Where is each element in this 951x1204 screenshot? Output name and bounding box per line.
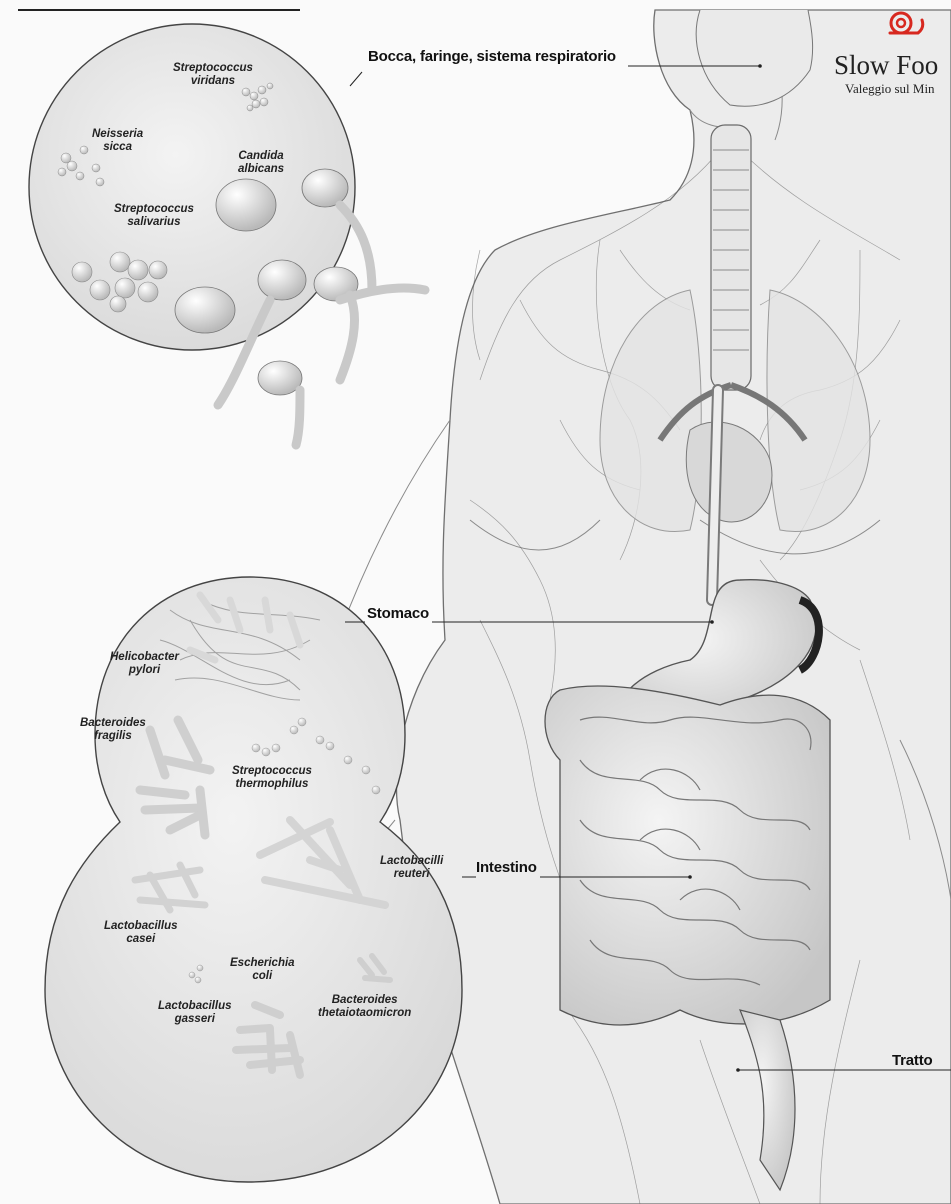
microbe-label-lacto-gasseri: Lactobacillus gasseri bbox=[158, 1000, 232, 1026]
microbe-label-helicobacter: Helicobacter pylori bbox=[110, 651, 179, 677]
microbe-label-strep-thermophilus: Streptococcus thermophilus bbox=[232, 765, 312, 791]
microbe-label-bacteroides-theta: Bacteroides thetaiotaomicron bbox=[318, 994, 411, 1020]
microbe-label-bacteroides-fragilis: Bacteroides fragilis bbox=[80, 717, 146, 743]
microbe-label-escherichia: Escherichia coli bbox=[230, 957, 295, 983]
microbe-label-candida: Candida albicans bbox=[238, 150, 284, 176]
microbe-label-lacto-casei: Lactobacillus casei bbox=[104, 920, 178, 946]
microbe-label-strep-salivarius: Streptococcus salivarius bbox=[114, 203, 194, 229]
organ-label-intestine: Intestino bbox=[476, 859, 537, 876]
organ-label-stomach: Stomaco bbox=[367, 605, 429, 622]
organ-label-tract: Tratto bbox=[892, 1052, 932, 1069]
microbe-label-neisseria: Neisseria sicca bbox=[92, 128, 143, 154]
intestines bbox=[545, 686, 830, 1025]
body-silhouette bbox=[396, 10, 951, 1204]
logo-name: Slow Foo bbox=[834, 50, 938, 81]
organ-label-mouth: Bocca, faringe, sistema respiratorio bbox=[368, 48, 616, 65]
logo-location: Valeggio sul Min bbox=[845, 81, 935, 97]
microbe-label-lacto-reuteri: Lactobacilli reuteri bbox=[380, 855, 443, 881]
microbe-label-strep-viridans: Streptococcus viridans bbox=[173, 62, 253, 88]
